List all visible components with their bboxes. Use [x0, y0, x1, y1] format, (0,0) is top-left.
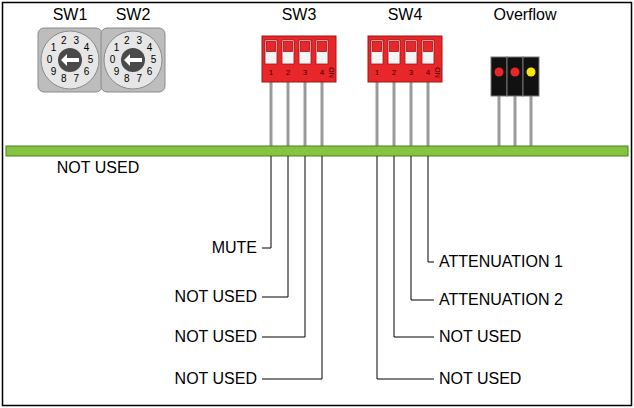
- overflow-indicator: [491, 57, 539, 96]
- dip-number: 3: [409, 69, 413, 77]
- dial-digit: 7: [137, 74, 143, 84]
- dip-number: 1: [269, 69, 273, 77]
- dial-digit: 6: [147, 67, 153, 77]
- dial-digit: 3: [74, 36, 80, 46]
- dial-digit: 5: [88, 55, 94, 65]
- dial-digit: 9: [51, 67, 57, 77]
- pin-label: NOT USED: [439, 371, 521, 387]
- pin-label: NOT USED: [175, 289, 257, 305]
- dip-on-mark: ON: [328, 67, 335, 78]
- dip-number: 2: [392, 69, 396, 77]
- dial-digit: 2: [61, 36, 67, 46]
- dip-number: 4: [426, 69, 430, 77]
- dial-digit: 6: [84, 67, 90, 77]
- indicator-name: Overflow: [493, 7, 556, 23]
- dial-digit: 8: [124, 74, 130, 84]
- switch-name: SW2: [116, 7, 151, 23]
- pin-label: NOT USED: [439, 329, 521, 345]
- switch-name: SW1: [53, 7, 88, 23]
- pin-label: MUTE: [212, 240, 257, 256]
- dial-digit: 5: [151, 55, 157, 65]
- dial-digit: 4: [147, 43, 153, 53]
- pin-label: ATTENUATION 2: [439, 292, 563, 308]
- dial-digit: 1: [114, 43, 120, 53]
- dip-switch: [262, 36, 336, 82]
- dip-number: 2: [286, 69, 290, 77]
- frame: [3, 3, 632, 406]
- dial-digit: 9: [114, 67, 120, 77]
- dip-on-mark: ON: [434, 67, 441, 78]
- dip-number: 4: [320, 69, 324, 77]
- pin-label: NOT USED: [57, 160, 139, 176]
- dial-digit: 0: [47, 55, 53, 65]
- switch-name: SW3: [282, 7, 317, 23]
- dial-digit: 4: [84, 43, 90, 53]
- leader-line: [262, 156, 434, 379]
- rotary-switch: [38, 28, 102, 92]
- pin-label: NOT USED: [175, 329, 257, 345]
- pin-label: ATTENUATION 1: [439, 254, 563, 270]
- rotary-switch: [101, 28, 165, 92]
- switch-name: SW4: [388, 7, 423, 23]
- dip-switch: [368, 36, 442, 82]
- dial-digit: 0: [110, 55, 116, 65]
- circuit-board: [6, 146, 628, 156]
- dial-digit: 3: [137, 36, 143, 46]
- dip-number: 1: [375, 69, 379, 77]
- dial-digit: 8: [61, 74, 67, 84]
- pin-label: NOT USED: [175, 371, 257, 387]
- dial-digit: 2: [124, 36, 130, 46]
- dial-digit: 7: [74, 74, 80, 84]
- dial-digit: 1: [51, 43, 57, 53]
- dip-number: 3: [303, 69, 307, 77]
